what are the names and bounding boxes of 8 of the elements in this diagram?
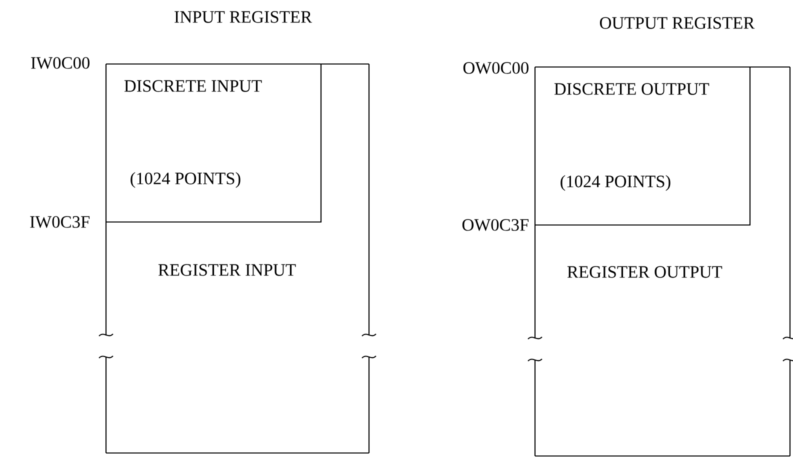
discrete-area-box: DISCRETE INPUT (1024 POINTS)	[106, 64, 322, 223]
address-label: OW0C00	[463, 62, 528, 74]
address-label: IW0C00	[31, 57, 90, 69]
address-label: OW0C3F	[462, 219, 528, 231]
discrete-area-box: DISCRETE OUTPUT (1024 POINTS)	[535, 67, 751, 226]
heading: OUTPUT REGISTER	[600, 17, 755, 29]
heading: INPUT REGISTER	[174, 11, 312, 23]
address-label: IW0C3F	[30, 216, 90, 228]
